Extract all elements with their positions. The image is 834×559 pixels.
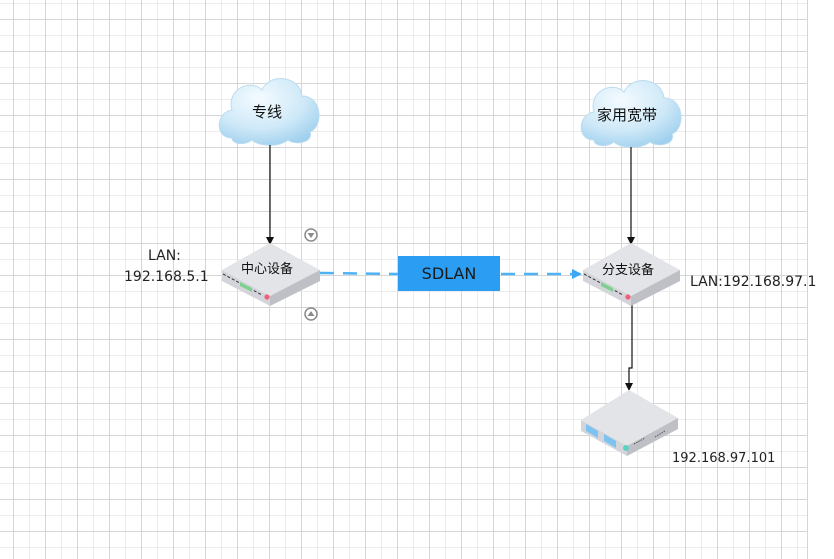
hub-lan-ip: 192.168.5.1 [124, 269, 209, 285]
branch-device-shape[interactable] [583, 243, 680, 306]
sdlan-link-label[interactable]: SDLAN [398, 256, 500, 291]
hub-device-label: 中心设备 [241, 262, 294, 277]
branch-device-label: 分支设备 [602, 263, 655, 278]
server-shape[interactable] [581, 390, 678, 456]
connector-branch-to-server[interactable] [625, 304, 633, 391]
server-ip: 192.168.97.101 [672, 451, 776, 466]
sdlan-link-left[interactable] [319, 271, 399, 276]
cloud-left-label: 专线 [252, 103, 283, 121]
hub-lan-label: LAN: [148, 248, 181, 264]
cloud-left-shape[interactable] [218, 78, 320, 146]
expand-handle-icon[interactable] [304, 307, 318, 321]
cloud-right-shape[interactable] [580, 80, 682, 148]
collapse-handle-icon[interactable] [304, 228, 318, 242]
branch-lan-ip: LAN:192.168.97.1 [690, 274, 817, 290]
cloud-right-label: 家用宽带 [597, 106, 658, 124]
hub-device-shape[interactable] [222, 243, 320, 306]
